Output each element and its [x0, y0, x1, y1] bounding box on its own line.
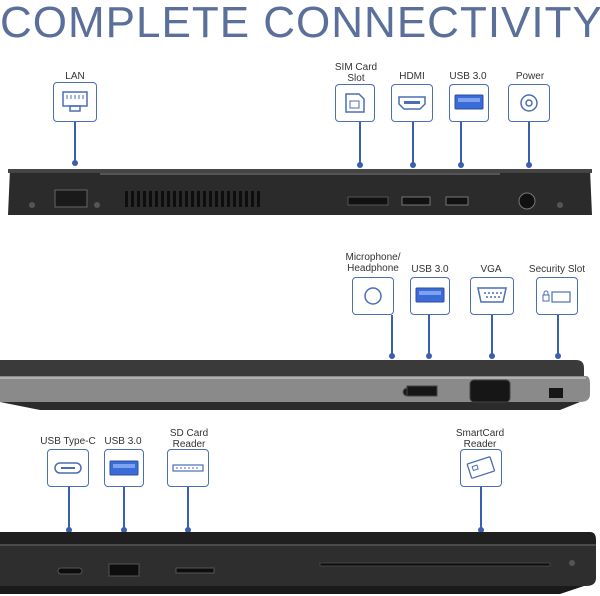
ethernet-icon [62, 91, 88, 112]
sim-slot-box [335, 84, 375, 122]
sim-dot [357, 162, 363, 168]
power-label: Power [515, 71, 545, 82]
usb-right-dot [426, 353, 432, 359]
mic-box [352, 277, 394, 315]
hdmi-connector [412, 122, 414, 164]
security-box [536, 277, 578, 315]
hdmi-icon [398, 96, 426, 110]
mic-label-line1: Microphone/ [345, 252, 401, 263]
sd-label-line1: SD Card [169, 428, 209, 439]
smartcard-connector [480, 487, 482, 529]
sim-slot-label: SIM Card Slot [328, 62, 384, 84]
power-connector [528, 122, 530, 164]
usb-rear-label: USB 3.0 [449, 71, 487, 82]
usb-rear-dot [458, 162, 464, 168]
sim-connector [359, 122, 361, 164]
security-connector [557, 315, 559, 355]
vga-dot [489, 353, 495, 359]
usb3-port-icon [454, 94, 484, 110]
mic-connector [391, 315, 393, 355]
vga-label: VGA [480, 264, 502, 275]
sim-card-icon [345, 93, 365, 113]
power-dot [526, 162, 532, 168]
mic-label-line2: Headphone [347, 263, 399, 274]
usb-rear-connector [460, 122, 462, 164]
sim-label-line2: Slot [347, 73, 365, 84]
lan-port-box [53, 82, 97, 122]
mic-dot [389, 353, 395, 359]
usb-right-label: USB 3.0 [411, 264, 449, 275]
vga-port-icon [477, 287, 507, 303]
lan-dot [72, 160, 78, 166]
sd-label-line2: Reader [172, 439, 206, 450]
laptop-right-side-view [0, 360, 590, 410]
smartcard-label-line1: SmartCard [455, 428, 505, 439]
power-box [508, 84, 550, 122]
security-dot [555, 353, 561, 359]
power-jack-icon [520, 94, 538, 112]
hdmi-dot [410, 162, 416, 168]
usb3-port-icon [415, 287, 445, 303]
sd-card-slot-icon [172, 464, 204, 472]
smartcard-dot [478, 527, 484, 533]
sd-dot [185, 527, 191, 533]
usbc-connector [68, 487, 70, 529]
mic-label: Microphone/ Headphone [338, 252, 408, 274]
usb-right-connector [428, 315, 430, 355]
vga-box [470, 277, 514, 315]
smartcard-box [460, 449, 502, 487]
sd-label: SD Card Reader [164, 428, 214, 450]
lan-label: LAN [65, 71, 85, 82]
usb-left-connector [123, 487, 125, 529]
sim-label-line1: SIM Card [334, 62, 378, 73]
usb-left-label: USB 3.0 [104, 436, 142, 447]
usbc-dot [66, 527, 72, 533]
laptop-left-side-view [0, 532, 596, 594]
sd-connector [187, 487, 189, 529]
usb3-port-icon [109, 460, 139, 476]
hdmi-label: HDMI [399, 71, 425, 82]
usbc-label: USB Type-C [40, 436, 96, 447]
smartcard-label-line2: Reader [463, 439, 497, 450]
page-title: COMPLETE CONNECTIVITY [0, 0, 600, 47]
lan-connector [74, 122, 76, 162]
audio-jack-icon [364, 287, 382, 305]
usb-c-port-icon [54, 462, 82, 474]
vga-connector [491, 315, 493, 355]
lock-slot-icon [542, 290, 571, 303]
smartcard-label: SmartCard Reader [452, 428, 508, 450]
laptop-rear-view [8, 169, 592, 215]
smart-card-icon [466, 456, 495, 479]
usb-left-dot [121, 527, 127, 533]
security-label: Security Slot [528, 264, 586, 275]
